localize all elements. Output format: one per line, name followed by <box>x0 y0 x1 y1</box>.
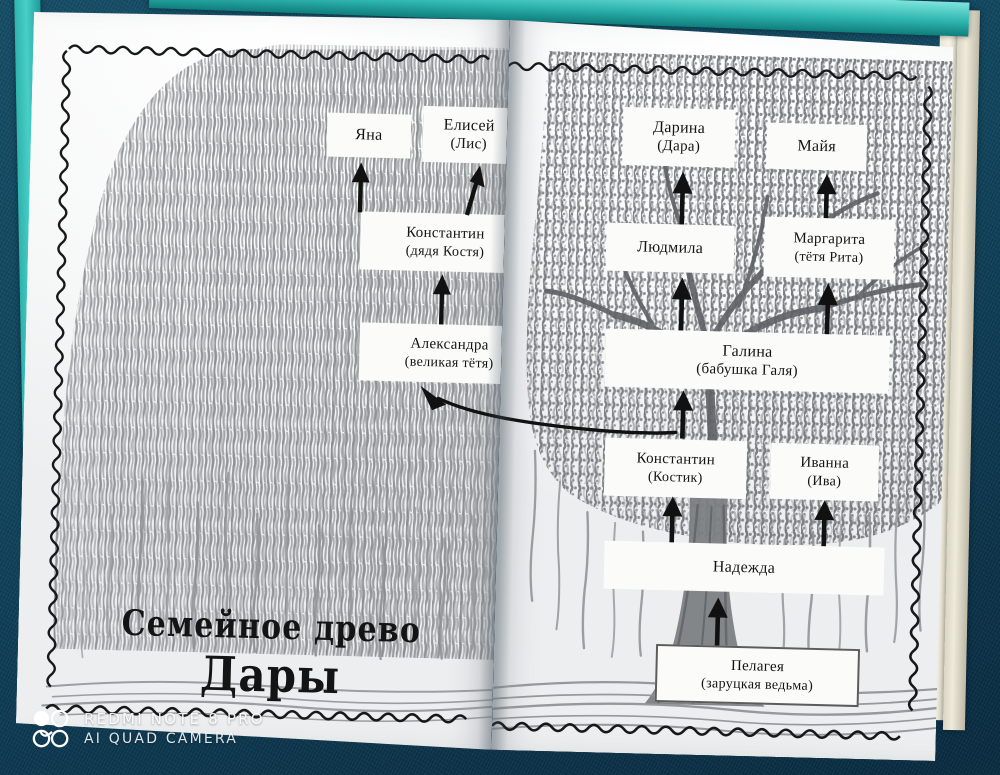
family-node-ivanna[interactable]: Иванна (Ива) <box>770 443 879 502</box>
node-alias: (великая тётя) <box>404 353 494 372</box>
node-alias: (дядя Костя) <box>405 242 485 261</box>
arrow-margarita-to-maya <box>811 172 842 221</box>
node-name: Людмила <box>636 237 704 257</box>
family-node-lyudmila[interactable]: Людмила <box>606 223 735 274</box>
family-node-nadezhda[interactable]: Надежда <box>603 541 884 596</box>
node-name: Дарина <box>652 118 706 137</box>
node-alias: (тётя Рита) <box>794 247 864 266</box>
node-name: Яна <box>355 125 383 144</box>
node-name: Константин <box>636 450 716 469</box>
family-node-margarita[interactable]: Маргарита (тётя Рита) <box>763 217 894 280</box>
node-alias: (Лис) <box>450 135 488 153</box>
node-alias: (Костик) <box>647 468 703 486</box>
arrow-galina-to-margarita <box>812 280 843 337</box>
node-name: Галина <box>722 342 773 361</box>
family-node-konstantin-uncle[interactable]: Константин (дядя Костя) <box>359 211 509 273</box>
node-name: Елисей <box>443 116 495 135</box>
node-name: Маргарита <box>793 230 866 248</box>
arrow-konstantin-to-galina <box>667 388 698 441</box>
family-node-maya[interactable]: Майя <box>766 123 867 172</box>
arrow-galina-to-lyudmila <box>666 274 697 333</box>
arrow-pelageya-to-nadezhda <box>702 595 733 648</box>
arrow-nadezhda-to-konstantin <box>657 494 688 545</box>
family-node-darina[interactable]: Дарина (Дара) <box>622 107 735 168</box>
family-node-konstantin-kostik[interactable]: Константин (Костик) <box>604 438 747 500</box>
family-node-elisey[interactable]: Елисей (Лис) <box>422 106 510 164</box>
node-name: Надежда <box>712 557 776 577</box>
node-name: Иванна <box>800 454 850 472</box>
watermark-line-1: REDMI NOTE 8 PRO <box>84 710 265 729</box>
node-alias: (Дара) <box>657 137 701 155</box>
node-alias: (бабушка Галя) <box>696 360 799 380</box>
arrow-konstantin-to-yana <box>345 158 376 215</box>
camera-watermark: REDMI NOTE 8 PRO AI QUAD CAMERA <box>30 708 265 750</box>
page-left: Яна Елисей (Лис) Константин (дядя Костя)… <box>16 8 510 750</box>
redmi-camera-logo-icon <box>32 709 69 748</box>
node-name: Александра <box>410 335 489 354</box>
family-node-yana[interactable]: Яна <box>326 112 411 158</box>
node-name: Майя <box>797 136 837 155</box>
arrow-konstantin-to-elisey <box>457 161 492 218</box>
arrow-lyudmila-to-darina <box>667 168 698 227</box>
arrow-nadezhda-to-ivanna <box>809 498 840 549</box>
node-alias: (Ива) <box>807 472 842 490</box>
family-node-aleksandra[interactable]: Александра (великая тётя) <box>359 322 510 385</box>
family-node-galina[interactable]: Галина (бабушка Галя) <box>605 329 890 394</box>
page-right: Дарина (Дара) Майя Людмила Маргарита (тё… <box>491 20 953 761</box>
family-node-pelageya[interactable]: Пелагея (заруцкая ведьма) <box>655 644 860 707</box>
node-name: Константин <box>405 224 485 243</box>
watermark-line-2: AI QUAD CAMERA <box>84 730 239 747</box>
watermark-text: REDMI NOTE 8 PRO AI QUAD CAMERA <box>84 709 265 748</box>
node-alias: (заруцкая ведьма) <box>700 674 814 694</box>
book-spread: Яна Елисей (Лис) Константин (дядя Костя)… <box>16 8 954 761</box>
arrow-aleksandra-to-konstantin <box>426 270 457 327</box>
